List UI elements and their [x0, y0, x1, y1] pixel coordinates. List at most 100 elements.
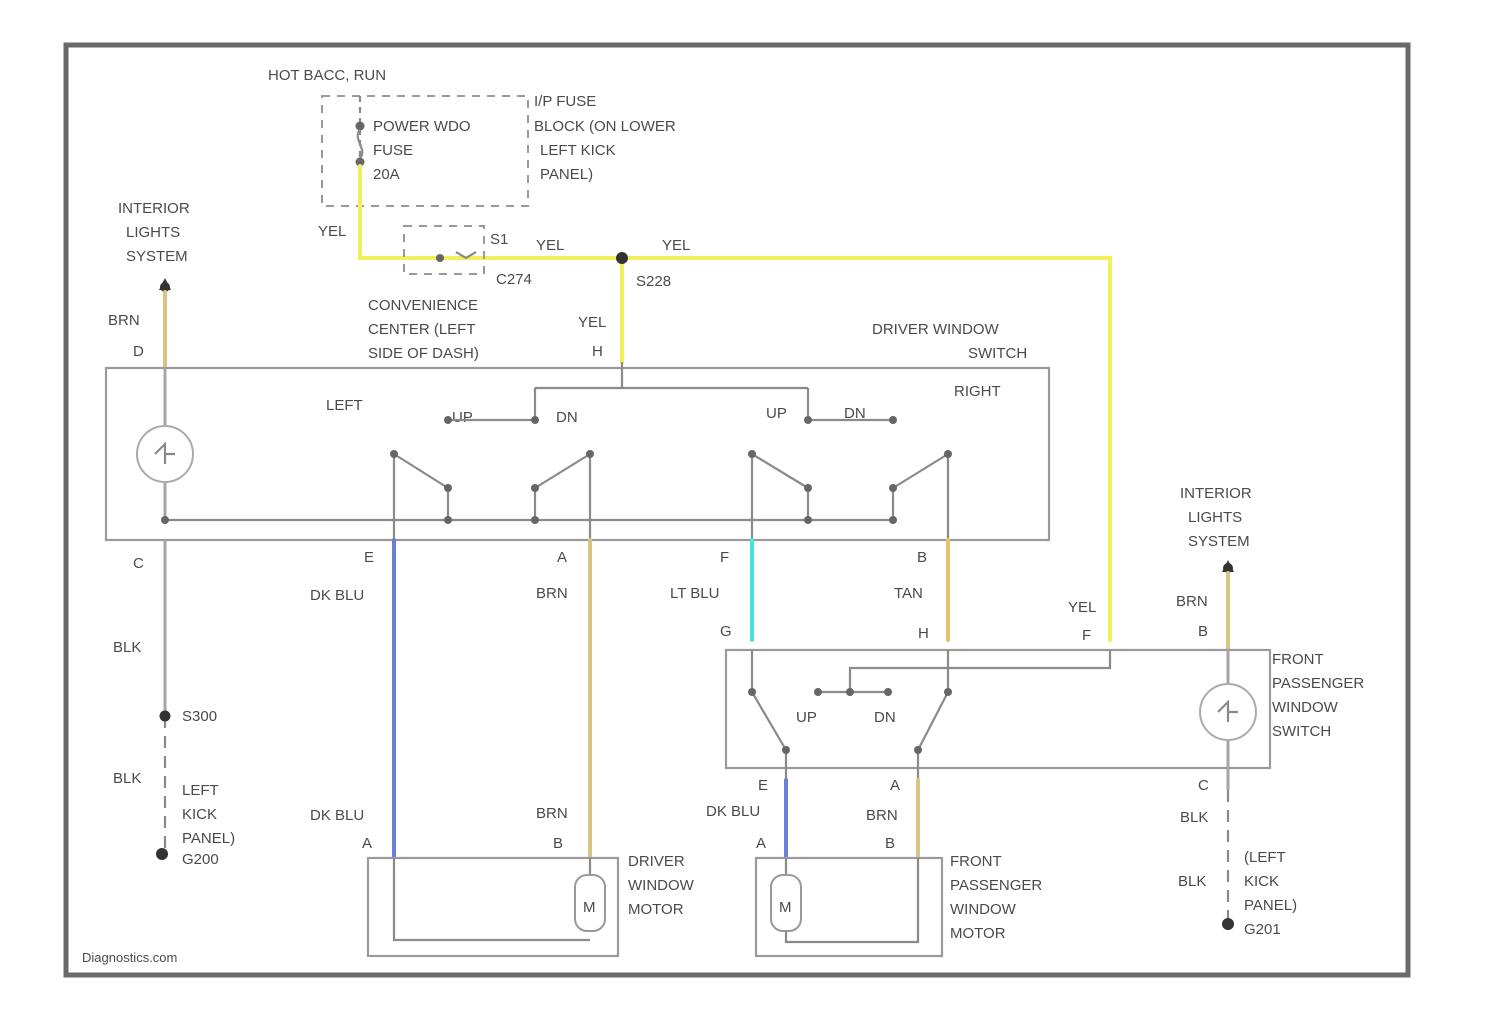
pass-motor-internal-wire	[786, 858, 918, 942]
pass-dn-pivot	[944, 688, 952, 696]
front-passenger-window-switch: FRONT PASSENGER WINDOW SWITCH UP DN	[726, 650, 1364, 790]
fuse-block-line-4: PANEL)	[540, 166, 593, 183]
yel-label-3: YEL	[662, 237, 690, 254]
blk-label-left-2: BLK	[113, 770, 141, 787]
right-up-label: UP	[766, 405, 787, 422]
brn-label-left: BRN	[108, 312, 140, 329]
interior-lights-right-line-2: LIGHTS	[1188, 509, 1242, 526]
ground-right: BLK BLK (LEFT KICK PANEL) G201	[1178, 790, 1297, 938]
pass-switch-title-4: SWITCH	[1272, 723, 1331, 740]
driver-motor-pin-a: A	[362, 835, 372, 852]
right-dn-rest	[889, 484, 897, 492]
left-dn-rest	[531, 484, 539, 492]
right-dn-contact	[889, 416, 897, 424]
pass-motor-symbol: M	[779, 899, 792, 916]
pass-up-label: UP	[796, 709, 817, 726]
ground-left: BLK S300 BLK LEFT KICK PANEL) G200	[113, 540, 235, 868]
driver-switch-title-1: DRIVER WINDOW	[872, 321, 1000, 338]
pass-motor-pin-b: B	[885, 835, 895, 852]
fuse-block-line-3: LEFT KICK	[540, 142, 616, 159]
connector-location-line-3: SIDE OF DASH)	[368, 345, 479, 362]
left-dn-pivot	[586, 450, 594, 458]
right-dn-blade	[893, 454, 948, 488]
driver-window-motor: A B M DRIVER WINDOW MOTOR	[362, 835, 695, 956]
interior-lights-right: INTERIOR LIGHTS SYSTEM BRN B	[1176, 485, 1252, 650]
tan-label: TAN	[894, 585, 923, 602]
splice-s300-dot	[160, 711, 171, 722]
pass-switch-title-1: FRONT	[1272, 651, 1324, 668]
pass-switch-pin-b: B	[1198, 623, 1208, 640]
right-up-pivot	[748, 450, 756, 458]
fuse-type: FUSE	[373, 142, 413, 159]
pass-motor-line-2: PASSENGER	[950, 877, 1042, 894]
ground-left-line-1: LEFT	[182, 782, 219, 799]
fuse-block: HOT BACC, RUN POWER WDO FUSE 20A I/P FUS…	[268, 67, 676, 208]
pass-up-pivot	[748, 688, 756, 696]
driver-motor-internal-wire	[394, 858, 590, 940]
right-up-rest	[804, 484, 812, 492]
ground-right-icon	[1222, 918, 1234, 930]
right-up-contact	[804, 416, 812, 424]
left-dn-contact	[531, 416, 539, 424]
pass-switch-pin-h: H	[918, 625, 929, 642]
brn-label-driver-2: BRN	[536, 805, 568, 822]
interior-lights-left-line-1: INTERIOR	[118, 200, 190, 217]
ground-left-icon	[156, 848, 168, 860]
connector-pin-label: S1	[490, 231, 508, 248]
driver-switch-pin-a: A	[557, 549, 567, 566]
pass-motor-line-3: WINDOW	[950, 901, 1017, 918]
brn-label-pass: BRN	[866, 807, 898, 824]
pass-switch-pin-g: G	[720, 623, 732, 640]
connector-location-line-2: CENTER (LEFT	[368, 321, 476, 338]
ground-left-id: G200	[182, 851, 219, 868]
yel-feed-wires: YEL YEL YEL YEL YEL S228	[318, 166, 1110, 640]
pass-up-contact	[814, 688, 822, 696]
splice-s228-dot	[616, 252, 628, 264]
left-up-rest	[444, 484, 452, 492]
dk-blu-label-1: DK BLU	[310, 587, 364, 604]
right-dn-gnd-dot	[889, 516, 897, 524]
driver-switch-right-label: RIGHT	[954, 383, 1001, 400]
driver-switch-outline	[106, 368, 1049, 540]
driver-switch-left-label: LEFT	[326, 397, 363, 414]
fuse-block-outline	[322, 96, 528, 206]
driver-motor-line-2: WINDOW	[628, 877, 695, 894]
driver-switch-pin-h: H	[592, 343, 603, 360]
driver-switch-pin-e: E	[364, 549, 374, 566]
left-up-gnd-dot	[444, 516, 452, 524]
yel-label-4: YEL	[578, 314, 606, 331]
lt-blu-label: LT BLU	[670, 585, 719, 602]
fuse-block-line-1: I/P FUSE	[534, 93, 596, 110]
fuse-name: POWER WDO	[373, 118, 471, 135]
driver-motor-pin-b: B	[553, 835, 563, 852]
connector-outline	[404, 226, 484, 274]
interior-lights-left-line-3: SYSTEM	[126, 248, 188, 265]
left-up-contact	[444, 416, 452, 424]
blk-label-right-2: BLK	[1178, 873, 1206, 890]
pass-dn-label: DN	[874, 709, 896, 726]
interior-lights-left-line-2: LIGHTS	[126, 224, 180, 241]
ground-left-line-2: KICK	[182, 806, 217, 823]
front-passenger-window-motor: A B M FRONT PASSENGER WINDOW MOTOR	[756, 835, 1042, 956]
yel-label-5: YEL	[1068, 599, 1096, 616]
yel-label-1: YEL	[318, 223, 346, 240]
blk-label-left-1: BLK	[113, 639, 141, 656]
pass-switch-title-2: PASSENGER	[1272, 675, 1364, 692]
left-up-pivot	[390, 450, 398, 458]
pass-switch-pin-e: E	[758, 777, 768, 794]
left-dn-blade	[535, 454, 590, 488]
pass-up-rest	[782, 746, 790, 754]
hot-label: HOT BACC, RUN	[268, 67, 386, 84]
driver-switch-title-2: SWITCH	[968, 345, 1027, 362]
left-up-label: UP	[452, 409, 473, 426]
right-up-blade	[752, 454, 808, 488]
ground-right-line-1: (LEFT	[1244, 849, 1286, 866]
dk-blu-label-3: DK BLU	[706, 803, 760, 820]
pass-motor-line-1: FRONT	[950, 853, 1002, 870]
pass-switch-pin-f: F	[1082, 627, 1091, 644]
yel-main-wire	[360, 166, 1110, 640]
left-up-blade	[394, 454, 448, 488]
left-dn-gnd-dot	[531, 516, 539, 524]
interior-lights-right-line-3: SYSTEM	[1188, 533, 1250, 550]
interior-lights-left: INTERIOR LIGHTS SYSTEM BRN D	[108, 200, 190, 366]
